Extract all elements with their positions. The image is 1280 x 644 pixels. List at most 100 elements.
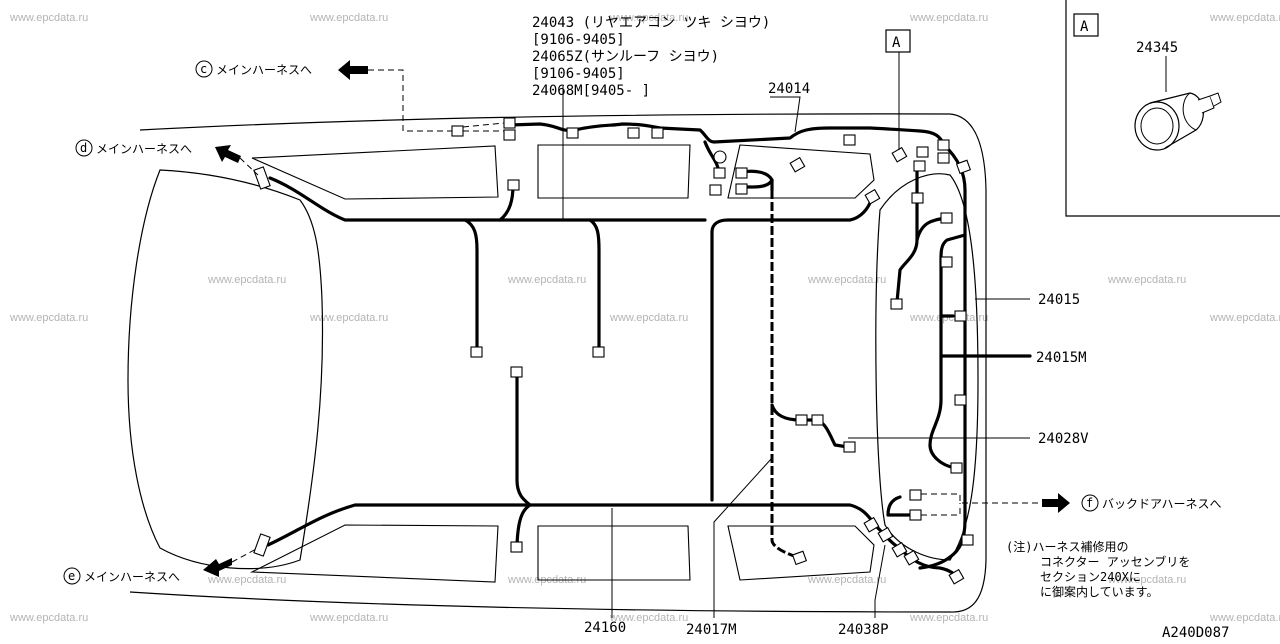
connector	[795, 414, 808, 426]
watermark: www.epcdata.ru	[909, 12, 988, 24]
watermark: www.epcdata.ru	[309, 12, 388, 24]
connector	[877, 526, 894, 543]
connector	[592, 346, 605, 358]
destination-labels: c メインハーネスへ d メインハーネスへ e メインハーネスへ f バックドア…	[63, 60, 1222, 585]
dest-e-letter: e	[68, 569, 75, 583]
connector	[510, 366, 523, 378]
part-24014: 24014	[768, 81, 810, 97]
watermark: www.epcdata.ru	[609, 312, 688, 324]
connector	[507, 179, 520, 191]
harness-24028v	[770, 403, 850, 449]
harness-24017m	[710, 196, 874, 502]
connector	[791, 550, 808, 566]
harness-drop-1	[463, 218, 479, 352]
part-24017m: 24017M	[686, 622, 737, 638]
watermark: www.epcdata.ru	[309, 612, 388, 624]
harness-roof-branch	[703, 140, 720, 170]
connector	[955, 159, 972, 175]
dashed-links	[231, 69, 1040, 563]
remark-line-1: (注)ハーネス補修用の	[1006, 539, 1128, 554]
connector	[916, 146, 929, 158]
connector	[940, 256, 953, 268]
part-note-5: 24068M[9405- ]	[532, 83, 650, 99]
watermark: www.epcdata.ru	[1209, 12, 1280, 24]
connector	[891, 146, 908, 163]
watermark: www.epcdata.ru	[309, 312, 388, 324]
detail-tag: A	[892, 35, 901, 51]
connector	[566, 127, 579, 139]
arrow-left-icon	[338, 60, 368, 80]
detail-tag-box	[885, 29, 911, 53]
connector	[503, 117, 516, 129]
figure-code: A240D087	[1162, 625, 1229, 640]
connector	[864, 188, 881, 205]
watermark: www.epcdata.ru	[609, 12, 688, 24]
connector	[451, 125, 464, 137]
watermark: www.epcdata.ru	[1107, 274, 1186, 286]
watermark: www.epcdata.ru	[609, 612, 688, 624]
arrow-up-left-icon	[215, 145, 241, 163]
connector	[503, 129, 516, 141]
dest-f-letter: f	[1086, 496, 1093, 510]
remark-note: (注)ハーネス補修用の コネクター アッセンブリを セクション240Xに に御案…	[1006, 539, 1190, 599]
direction-arrows	[203, 60, 1070, 577]
connector	[735, 183, 748, 195]
harness-bottom-drop	[515, 370, 532, 547]
leader-lines	[562, 52, 1030, 618]
dest-f-text: バックドアハーネスへ	[1102, 497, 1222, 511]
part-24160: 24160	[584, 620, 626, 636]
connector	[961, 534, 974, 546]
connector	[909, 509, 922, 521]
watermark: www.epcdata.ru	[1209, 312, 1280, 324]
arrow-right-icon	[1042, 493, 1070, 513]
part-labels: 24043 (リヤエアコン ツキ シヨウ) [9106-9405] 24065Z…	[532, 15, 1089, 638]
harness-right-lower	[939, 314, 1032, 358]
watermark: www.epcdata.ru	[9, 612, 88, 624]
connector	[937, 152, 950, 164]
watermark: www.epcdata.ru	[507, 274, 586, 286]
car-body-outline	[127, 113, 987, 613]
connector	[843, 134, 856, 146]
part-24015m: 24015M	[1036, 350, 1087, 366]
connector-end-e	[253, 533, 271, 557]
part-24015: 24015	[1038, 292, 1080, 308]
connector	[843, 441, 856, 453]
remark-line-2: コネクター アッセンブリを	[1040, 554, 1190, 569]
dest-c-letter: c	[200, 62, 207, 76]
dest-c-text: メインハーネスへ	[216, 63, 312, 77]
remark-line-3: セクション240Xに	[1040, 570, 1141, 584]
harness-front-left	[268, 176, 707, 222]
connectors	[253, 117, 974, 585]
connector-end-d	[253, 166, 271, 190]
dest-d-text: メインハーネスへ	[96, 142, 192, 156]
harness-24017m-dashed	[770, 190, 801, 560]
detail-inset: A 24345	[1065, 0, 1280, 217]
arrow-down-left-icon	[203, 558, 232, 577]
connector	[863, 516, 880, 533]
connector	[913, 160, 926, 172]
connector	[911, 192, 924, 204]
connector	[789, 156, 806, 173]
part-24028v: 24028V	[1038, 431, 1089, 447]
part-note-4: [9106-9405]	[532, 66, 625, 82]
connector	[950, 462, 963, 474]
connector	[811, 414, 824, 426]
connector	[713, 167, 726, 179]
connector-round	[713, 150, 727, 164]
remark-line-4: に御案内しています。	[1040, 584, 1158, 599]
watermark: www.epcdata.ru	[909, 312, 988, 324]
connector	[510, 541, 523, 553]
connector	[735, 167, 748, 179]
connector	[891, 541, 908, 558]
connector	[954, 394, 967, 406]
part-note-2: [9106-9405]	[532, 32, 625, 48]
grommet-icon	[1134, 92, 1222, 151]
detail-inset-tag: A	[1080, 19, 1089, 35]
watermark: www.epcdata.ru	[207, 274, 286, 286]
part-note-3: 24065Z(サンルーフ シヨウ)	[532, 49, 719, 65]
part-note-1: 24043 (リヤエアコン ツキ シヨウ)	[532, 15, 770, 31]
watermark: www.epcdata.ru	[807, 574, 886, 586]
harness-drop-2	[588, 218, 601, 352]
watermark: www.epcdata.ru	[207, 574, 286, 586]
